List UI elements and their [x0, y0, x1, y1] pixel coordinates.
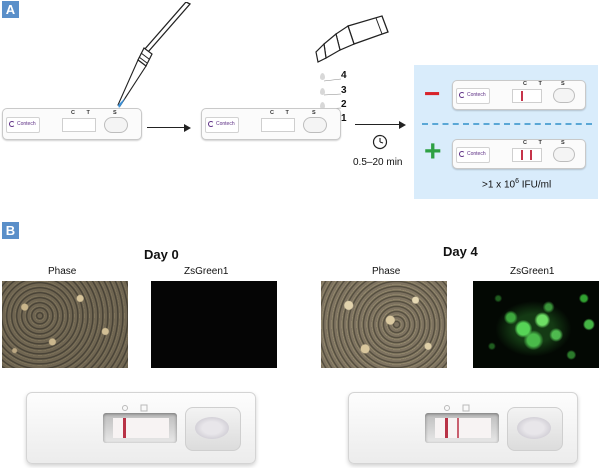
ct-label: C T	[523, 140, 547, 146]
s-label: S	[312, 110, 316, 116]
test-cassette-buffer: Contech C T S	[201, 108, 341, 140]
incubation-time: 0.5–20 min	[353, 157, 403, 168]
result-box: − Contech C T S + Contech C T S >1 x 106…	[414, 65, 598, 199]
ct-emboss-marks	[444, 404, 470, 412]
sample-well	[303, 117, 327, 133]
arrow-2	[355, 124, 400, 126]
s-label: S	[561, 81, 565, 87]
contech-logo: Contech	[6, 117, 40, 133]
day-4-test-cassette-photo	[348, 392, 578, 464]
s-label: S	[561, 140, 565, 146]
contech-logo: Contech	[205, 117, 239, 133]
sample-well	[104, 117, 128, 133]
buffer-bottle-icon	[315, 15, 389, 63]
day-4-title: Day 4	[443, 244, 478, 259]
result-window	[425, 413, 499, 443]
sample-well	[553, 147, 575, 162]
test-line	[457, 418, 459, 438]
result-window	[512, 148, 542, 162]
ct-label: C T	[523, 81, 547, 87]
day-0-phase-micrograph	[2, 281, 128, 368]
day-0-test-cassette-photo	[26, 392, 256, 464]
sample-well	[553, 88, 575, 103]
positive-result-cassette: Contech C T S	[452, 139, 586, 169]
test-line	[530, 150, 532, 160]
sample-well-housing	[507, 407, 563, 451]
drop-count-4: 4	[341, 70, 347, 81]
test-strip	[435, 418, 491, 438]
ct-label: C T	[71, 110, 95, 116]
arrow-2-head	[399, 120, 406, 129]
detection-threshold: >1 x 106 IFU/ml	[482, 178, 552, 191]
day-0-zsgreen1-micrograph	[151, 281, 277, 368]
control-line	[123, 418, 126, 438]
result-window	[261, 118, 295, 132]
positive-sign: +	[424, 135, 442, 168]
result-window	[103, 413, 177, 443]
test-strip	[113, 418, 169, 438]
result-window	[512, 89, 542, 103]
day-0-fluor-label: ZsGreen1	[184, 266, 229, 277]
negative-result-cassette: Contech C T S	[452, 80, 586, 110]
contech-logo: Contech	[456, 88, 490, 104]
sample-well	[195, 417, 229, 439]
day-4-fluor-label: ZsGreen1	[510, 266, 555, 277]
ct-label: C T	[270, 110, 294, 116]
day-4-phase-micrograph	[321, 281, 447, 368]
pipette-icon	[114, 2, 192, 115]
ct-emboss-marks	[122, 404, 148, 412]
arrow-1	[147, 127, 185, 129]
result-window	[62, 118, 96, 132]
day-0-phase-label: Phase	[48, 266, 77, 277]
control-line	[521, 91, 523, 101]
day-0-title: Day 0	[144, 247, 179, 262]
buffer-drop-icon	[320, 102, 325, 109]
day-4-phase-label: Phase	[372, 266, 401, 277]
buffer-drop-icon	[320, 88, 325, 95]
sample-well	[517, 417, 551, 439]
negative-sign: −	[424, 78, 441, 109]
control-line	[445, 418, 448, 438]
drop-count-3: 3	[341, 85, 347, 96]
test-cassette-sample: Contech C T S	[2, 108, 142, 140]
day-4-zsgreen1-micrograph	[473, 281, 599, 368]
clock-icon	[372, 134, 388, 150]
s-label: S	[113, 110, 117, 116]
sample-well-housing	[185, 407, 241, 451]
panel-a-label: A	[2, 1, 19, 18]
control-line	[521, 150, 523, 160]
buffer-drop-icon	[320, 73, 325, 80]
drop-count-1: 1	[341, 113, 347, 124]
dashed-divider	[422, 123, 592, 125]
drop-count-2: 2	[341, 99, 347, 110]
panel-b-label: B	[2, 222, 19, 239]
arrow-1-head	[184, 123, 191, 132]
contech-logo: Contech	[456, 147, 490, 163]
